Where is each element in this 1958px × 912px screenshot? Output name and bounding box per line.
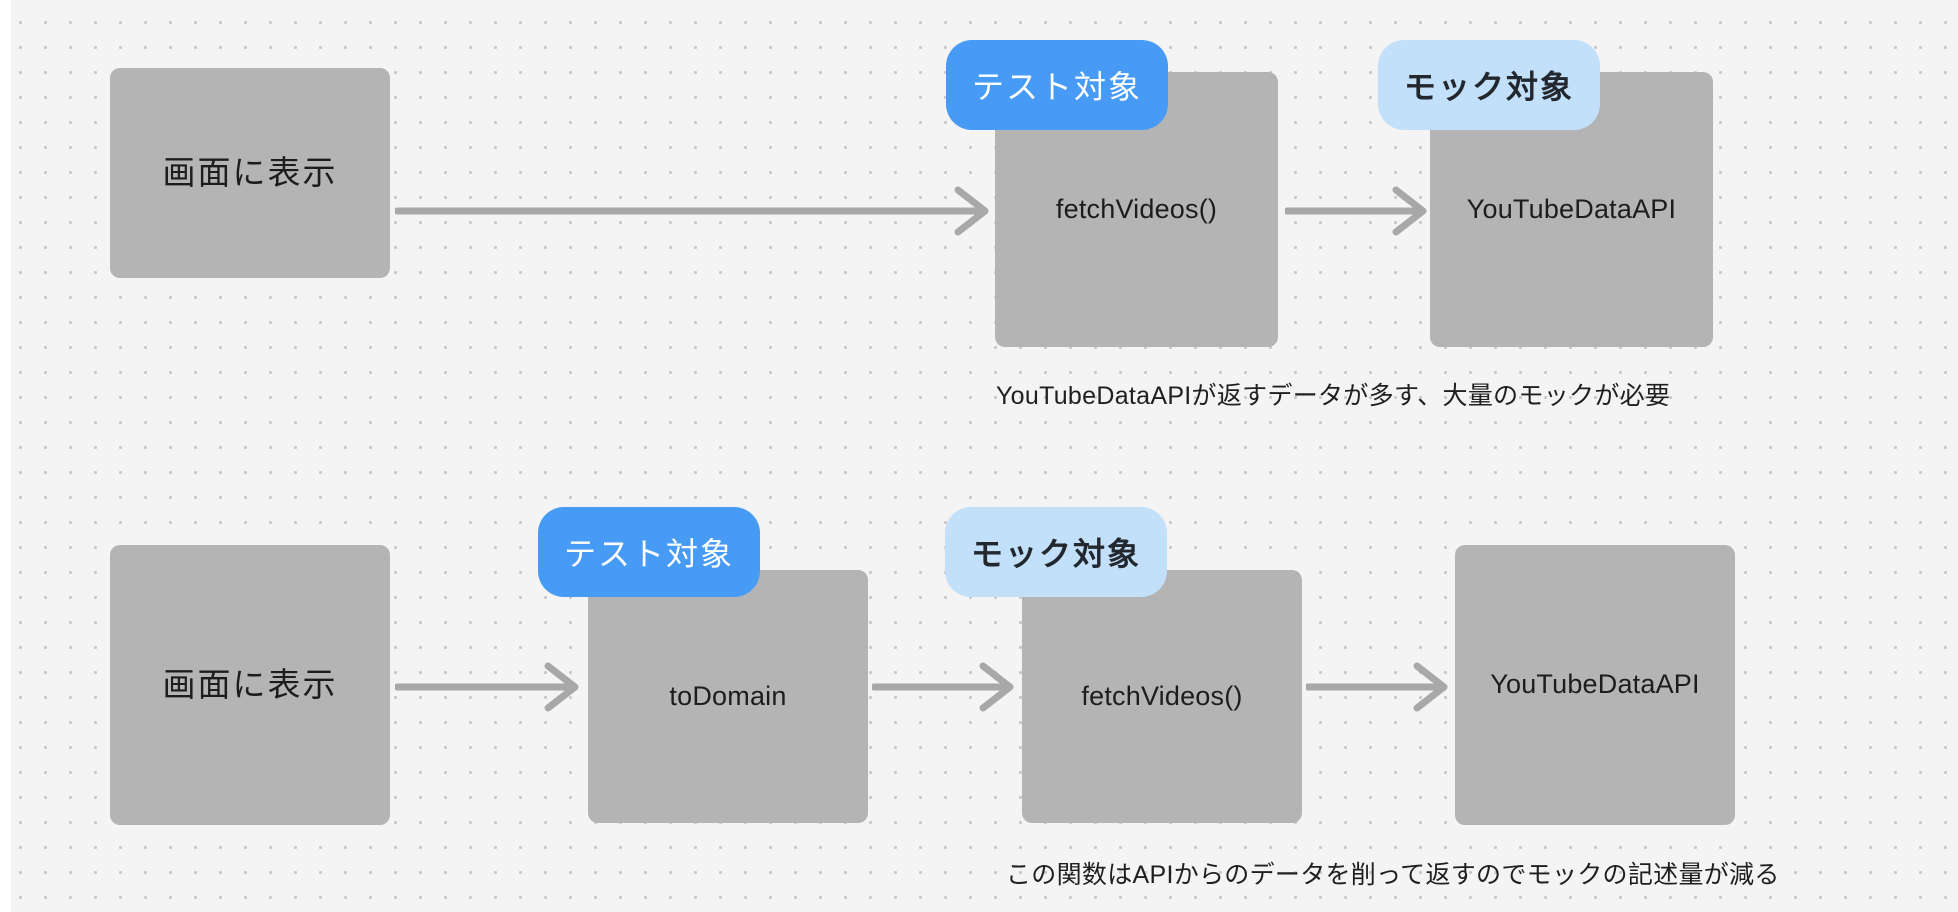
node-label: YouTubeDataAPI bbox=[1490, 669, 1700, 700]
badge-label: モック対象 bbox=[1404, 69, 1575, 105]
arrow-row1-fetchvideos-to-api bbox=[1283, 185, 1433, 237]
badge-label: テスト対象 bbox=[564, 536, 735, 572]
badge-label: テスト対象 bbox=[972, 69, 1143, 105]
node-label: fetchVideos() bbox=[1055, 193, 1218, 224]
left-edge-gutter bbox=[0, 0, 11, 912]
node-label: 画面に表示 bbox=[162, 154, 338, 192]
badge-label: モック対象 bbox=[971, 536, 1142, 572]
node-label: 画面に表示 bbox=[162, 666, 338, 704]
caption-row2: この関数はAPIからのデータを削って返すのでモックの記述量が減る bbox=[1006, 861, 1780, 889]
node-label: fetchVideos() bbox=[1081, 680, 1243, 711]
node-label: toDomain bbox=[669, 680, 787, 711]
node-todomain-row2[interactable]: toDomain bbox=[588, 570, 868, 823]
badge-test-target-row2[interactable]: テスト対象 bbox=[538, 507, 761, 597]
badge-test-target-row1[interactable]: テスト対象 bbox=[946, 40, 1169, 130]
node-fetchvideos-row2[interactable]: fetchVideos() bbox=[1022, 570, 1302, 823]
arrow-row2-fetchvideos-to-api bbox=[1304, 661, 1454, 713]
arrow-row2-display-to-todomain bbox=[393, 661, 585, 713]
node-label: YouTubeDataAPI bbox=[1466, 193, 1677, 224]
node-display-row2[interactable]: 画面に表示 bbox=[110, 545, 390, 825]
badge-mock-target-row1[interactable]: モック対象 bbox=[1378, 40, 1601, 130]
arrow-row1-display-to-fetchvideos bbox=[393, 185, 995, 237]
badge-mock-target-row2[interactable]: モック対象 bbox=[945, 507, 1168, 597]
arrow-row2-todomain-to-fetchvideos bbox=[870, 661, 1020, 713]
caption-row1: YouTubeDataAPIが返すデータが多す、大量のモックが必要 bbox=[996, 382, 1671, 410]
node-display-row1[interactable]: 画面に表示 bbox=[110, 68, 390, 278]
node-youtubedataapi-row2[interactable]: YouTubeDataAPI bbox=[1455, 545, 1735, 825]
